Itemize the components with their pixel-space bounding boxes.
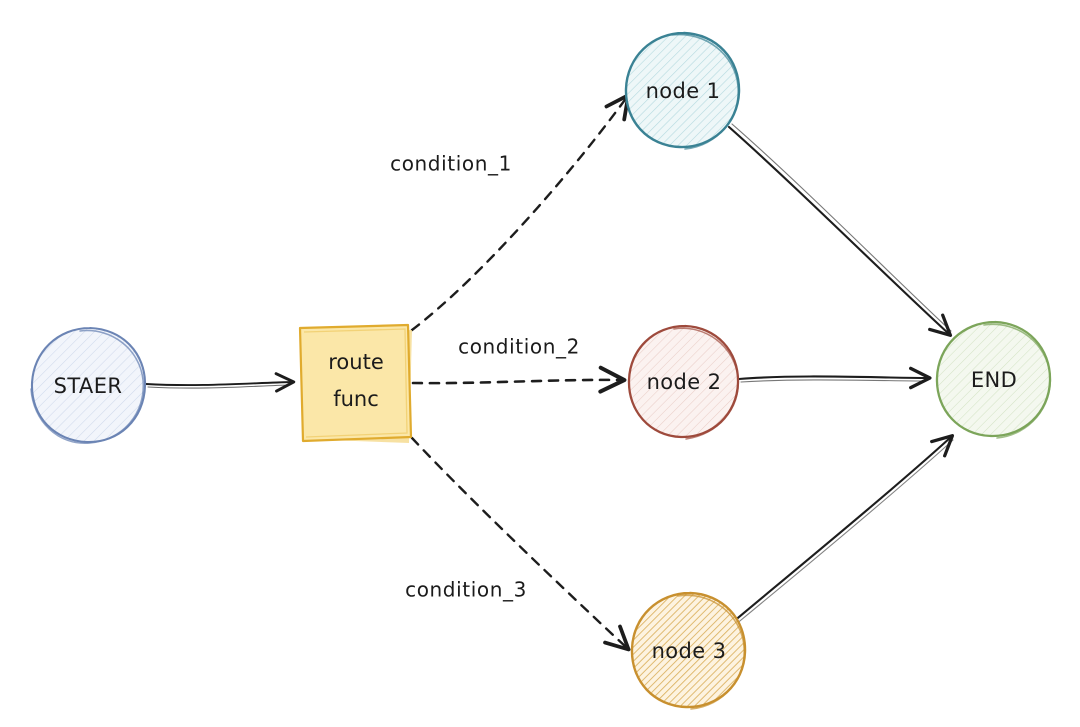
node-route-func[interactable]: route func [298,323,413,443]
node-start[interactable]: STAER [30,326,147,444]
node-start-label: STAER [54,374,123,398]
node-2-label: node 2 [647,370,722,394]
edge-label-condition-1: condition_1 [390,152,512,176]
route-func-label-line2: func [333,387,379,411]
route-func-label-line1: route [328,350,383,374]
edge-start-to-route [145,372,296,393]
node-node-1[interactable]: node 1 [624,31,741,150]
edge-label-condition-3: condition_3 [405,578,527,602]
edge-route-to-node2 [411,365,627,394]
edge-node3-to-end [731,434,955,626]
node-end-label: END [971,368,1017,392]
node-1-label: node 1 [646,79,721,103]
node-node-3[interactable]: node 3 [630,591,747,710]
edge-label-condition-2: condition_2 [458,335,580,359]
edge-route-to-node3 [410,436,631,652]
node-3-label: node 3 [652,639,727,663]
edge-node1-to-end [727,123,953,337]
edge-node2-to-end [737,366,932,390]
node-node-2[interactable]: node 2 [627,324,740,440]
node-end[interactable]: END [935,320,1052,439]
edge-route-to-node1 [410,93,631,332]
